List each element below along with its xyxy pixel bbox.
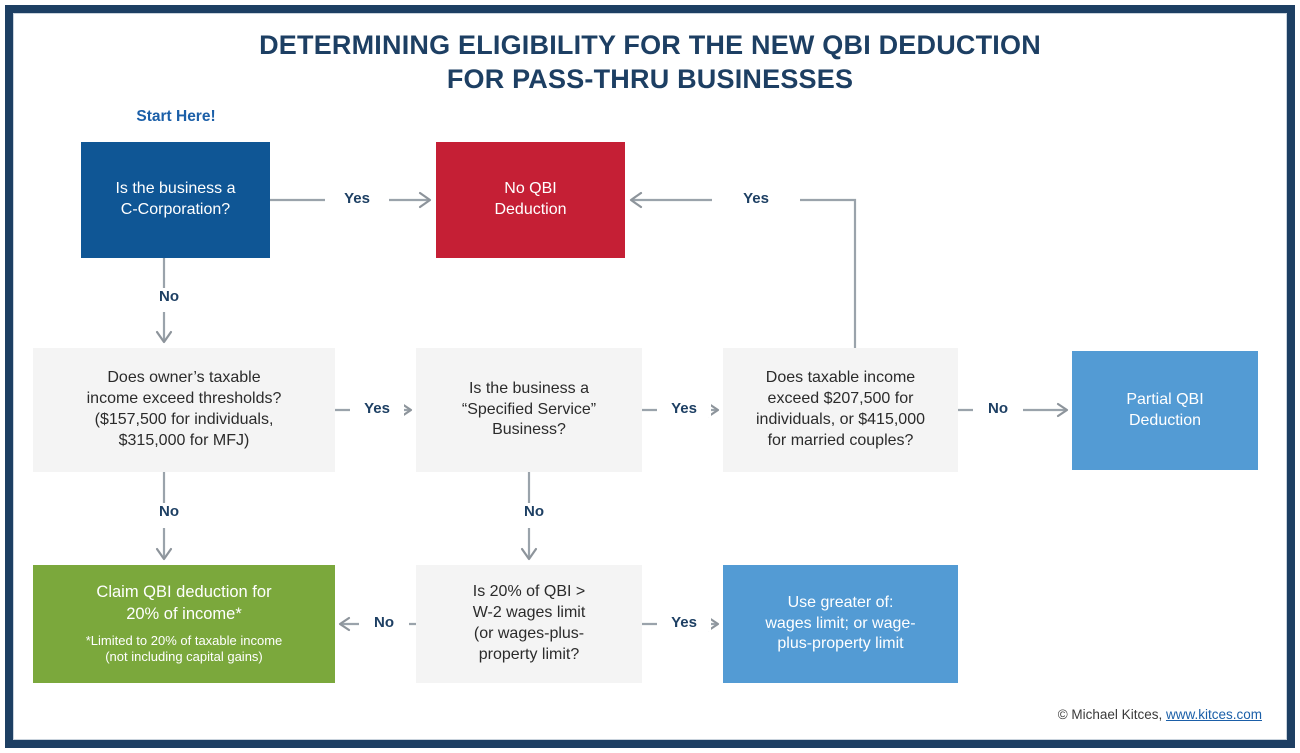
footer-credit: © Michael Kitces, www.kitces.com — [1058, 707, 1262, 722]
edge-ccorp-yes-arrowhead — [418, 191, 432, 209]
node-use-greater-line-2: wages limit; or wage- — [765, 614, 916, 632]
node-wage-limit-line-3: (or wages-plus- — [473, 625, 585, 642]
edge-ccorp-no-arrowhead — [155, 330, 173, 344]
node-wage-limit-line-4: property limit? — [478, 645, 580, 663]
node-no-qbi-line-1: No QBI — [504, 180, 557, 198]
edge-label-thresholds-yes: Yes — [350, 400, 404, 417]
node-taxable-income-line-2: exceed $207,500 for — [767, 390, 914, 408]
start-here-label: Start Here! — [136, 108, 216, 125]
edge-label-ccorp-yes: Yes — [325, 190, 389, 207]
node-claim-qbi-footnote-1: *Limited to 20% of taxable income — [85, 633, 283, 649]
edge-label-wage-no: No — [359, 614, 409, 631]
node-partial-qbi-deduction[interactable]: Partial QBI Deduction — [1072, 351, 1258, 470]
edge-label-wage-yes: Yes — [657, 614, 711, 631]
node-taxable-income-line-1: Does taxable income — [765, 369, 916, 387]
edge-wage-no-arrowhead — [338, 616, 351, 632]
page-title: DETERMINING ELIGIBILITY FOR THE NEW QBI … — [160, 28, 1140, 96]
node-spec-service-line-2: “Specified Service” — [461, 400, 597, 418]
node-c-corp-line-1: Is the business a — [115, 180, 236, 198]
edge-thresholds-no-arrowhead — [155, 547, 173, 561]
title-line-2: FOR PASS-THRU BUSINESSES — [446, 64, 854, 95]
node-taxable-income-phaseout[interactable]: Does taxable income exceed $207,500 for … — [723, 348, 958, 472]
node-claim-qbi-footnote-2: (not including capital gains) — [105, 649, 263, 665]
node-wage-limit-line-1: Is 20% of QBI > — [472, 583, 586, 601]
node-wage-limit-line-2: W-2 wages limit — [472, 604, 586, 622]
node-claim-qbi-deduction[interactable]: Claim QBI deduction for 20% of income* *… — [33, 565, 335, 683]
node-spec-service-line-3: Business? — [492, 421, 566, 439]
node-spec-service-line-1: Is the business a — [468, 379, 590, 397]
node-owner-taxable-income-thresholds[interactable]: Does owner’s taxable income exceed thres… — [33, 348, 335, 472]
title-line-1: DETERMINING ELIGIBILITY FOR THE NEW QBI … — [259, 30, 1041, 60]
node-use-greater-of-limits[interactable]: Use greater of: wages limit; or wage- pl… — [723, 565, 958, 683]
node-use-greater-line-1: Use greater of: — [787, 593, 894, 611]
edge-label-spec-no: No — [502, 503, 566, 520]
edge-taxable-no-arrowhead — [1056, 402, 1069, 418]
edge-taxable-yes-arrowhead — [629, 191, 643, 209]
node-claim-qbi-line-1: Claim QBI deduction for — [96, 583, 272, 602]
edge-label-ccorp-no: No — [137, 288, 201, 305]
node-specified-service-business[interactable]: Is the business a “Specified Service” Bu… — [416, 348, 642, 472]
footer-copyright: © Michael Kitces, — [1057, 707, 1163, 722]
node-partial-qbi-line-2: Deduction — [1128, 411, 1202, 429]
node-no-qbi-line-2: Deduction — [494, 201, 567, 218]
node-partial-qbi-line-1: Partial QBI — [1126, 390, 1204, 408]
edge-label-spec-yes: Yes — [657, 400, 711, 417]
node-taxable-income-line-3: individuals, or $415,000 — [755, 411, 925, 428]
node-no-qbi-deduction[interactable]: No QBI Deduction — [436, 142, 625, 258]
node-thresholds-line-4: $315,000 for MFJ) — [118, 431, 250, 449]
node-thresholds-line-1: Does owner’s taxable — [107, 369, 261, 387]
edge-label-taxable-yes: Yes — [712, 190, 800, 207]
node-claim-qbi-line-2: 20% of income* — [126, 604, 242, 623]
node-is-c-corporation[interactable]: Is the business a C-Corporation? — [81, 142, 270, 258]
node-wage-limit-test[interactable]: Is 20% of QBI > W-2 wages limit (or wage… — [416, 565, 642, 683]
edge-label-thresholds-no: No — [137, 503, 201, 520]
node-taxable-income-line-4: for married couples? — [767, 431, 914, 449]
node-c-corp-line-2: C-Corporation? — [120, 201, 231, 218]
node-use-greater-line-3: plus-property limit — [777, 635, 904, 653]
edge-spec-no-arrowhead — [520, 547, 538, 561]
node-thresholds-line-2: income exceed thresholds? — [86, 390, 282, 408]
edge-taxable-yes-a — [790, 198, 857, 348]
node-thresholds-line-3: ($157,500 for individuals, — [94, 411, 274, 428]
footer-website-link[interactable]: www.kitces.com — [1165, 707, 1262, 722]
edge-label-taxable-no: No — [973, 400, 1023, 417]
